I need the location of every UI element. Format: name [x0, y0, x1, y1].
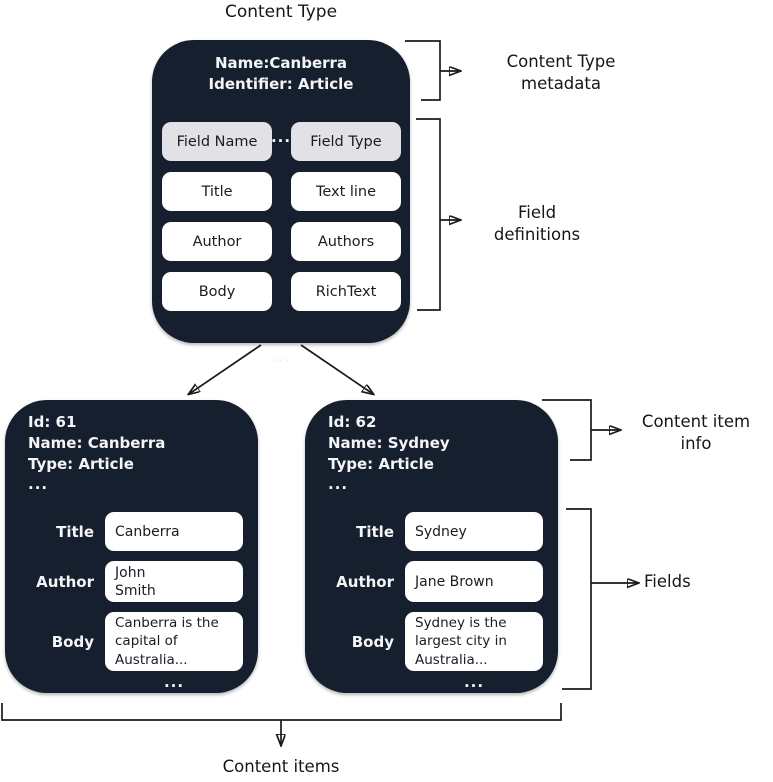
ellipsis: ... — [163, 673, 185, 691]
field-name-cell: Body — [162, 272, 272, 311]
author-field-label: Author — [336, 572, 394, 591]
field-name-header: Field Name — [162, 122, 272, 161]
field-definitions-bracket — [416, 118, 441, 311]
body-field-value: Canberra is the capital of Australia... — [105, 612, 243, 671]
author-field-value: John Smith — [105, 561, 243, 602]
content-type-metadata-annotation: Content Type metadata — [506, 52, 616, 93]
title-field-value: Sydney — [405, 512, 543, 551]
title-field-row: Title Canberra — [5, 512, 258, 551]
content-type-box: Name:Canberra Identifier: Article ... Fi… — [152, 40, 410, 366]
field-type-cell: Text line — [291, 172, 401, 211]
field-name-cell: Title — [162, 172, 272, 211]
body-field-label: Body — [351, 632, 394, 651]
content-item-info-text: Id: 61 Name: Canberra Type: Article — [28, 413, 166, 473]
title-field-label: Title — [56, 522, 94, 541]
body-field-row: Body Canberra is the capital of Australi… — [5, 612, 258, 671]
content-items-annotation: Content items — [222, 757, 340, 776]
field-type-cell: RichText — [291, 272, 401, 311]
content-item-box-canberra: Id: 61 Name: Canberra Type: Article ... … — [5, 400, 258, 693]
field-type-header: Field Type — [291, 122, 401, 161]
field-type-cell: Authors — [291, 222, 401, 261]
author-field-label: Author — [36, 572, 94, 591]
body-field-value: Sydney is the largest city in Australia.… — [405, 612, 543, 671]
ellipsis: ... — [328, 475, 349, 493]
ellipsis: ... — [28, 475, 49, 493]
fields-annotation: Fields — [644, 572, 691, 591]
content-item-info-text: Id: 62 Name: Sydney Type: Article — [328, 413, 450, 473]
field-definitions-annotation: Field definitions — [493, 203, 581, 244]
content-item-box-sydney: Id: 62 Name: Sydney Type: Article ... Ti… — [305, 400, 558, 693]
ellipsis: ... — [463, 673, 485, 691]
body-field-row: Body Sydney is the largest city in Austr… — [305, 612, 558, 671]
page-title: Content Type — [224, 2, 338, 22]
author-field-row: Author John Smith — [5, 561, 258, 602]
field-definitions-table: Field Name Field Type Title Text line Au… — [162, 122, 401, 311]
ellipsis: ... — [270, 348, 292, 366]
ellipsis: ... — [270, 128, 292, 146]
author-field-value: Jane Brown — [405, 561, 543, 602]
title-field-value: Canberra — [105, 512, 243, 551]
author-field-row: Author Jane Brown — [305, 561, 558, 602]
title-field-row: Title Sydney — [305, 512, 558, 551]
field-name-cell: Author — [162, 222, 272, 261]
content-item-info-annotation: Content item info — [641, 412, 751, 453]
metadata-bracket — [405, 40, 441, 101]
content-type-metadata-text: Name:Canberra Identifier: Article — [208, 54, 354, 93]
content-items-bracket — [1, 703, 562, 721]
body-field-label: Body — [51, 632, 94, 651]
fields-bracket — [562, 508, 592, 690]
title-field-label: Title — [356, 522, 394, 541]
